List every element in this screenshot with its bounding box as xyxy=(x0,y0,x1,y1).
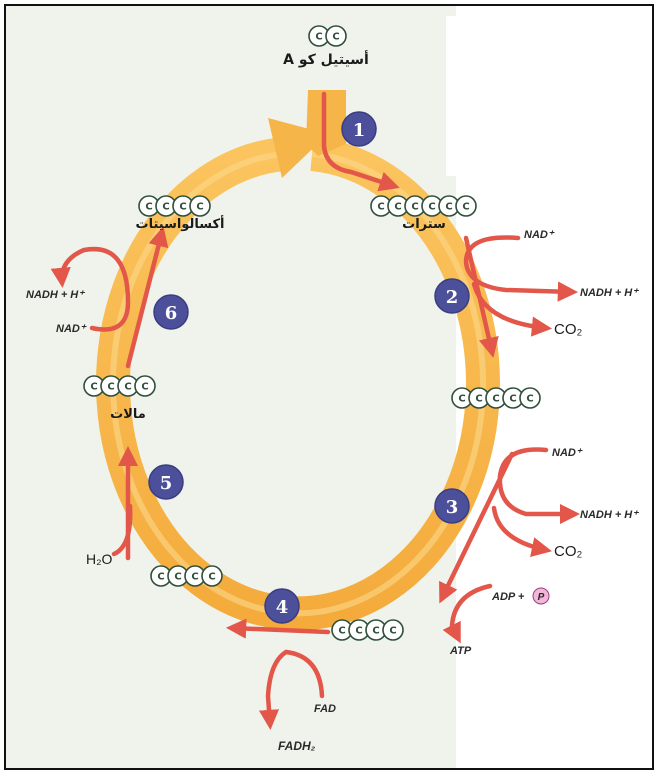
carbon-atom-letter: C xyxy=(145,202,152,213)
carbon-atom-letter: C xyxy=(90,382,97,393)
step-1-number: 1 xyxy=(353,120,366,141)
adp-label: ADP + xyxy=(491,591,525,603)
citrate-label: سترات xyxy=(402,217,446,232)
carbon-atom-letter: C xyxy=(377,202,384,213)
carbon-atom-letter: C xyxy=(428,202,435,213)
atp-arrow xyxy=(452,586,490,638)
carbon-atom-letter: C xyxy=(372,626,379,637)
step6-nadh-label: NADH + H⁺ xyxy=(26,289,85,301)
phosphate-label: P xyxy=(538,592,545,603)
step-4-marker: 4 xyxy=(265,589,299,623)
step-1-marker: 1 xyxy=(342,112,376,146)
white-patch xyxy=(446,16,646,176)
carbon-atom-letter: C xyxy=(389,626,396,637)
carbon-atom-letter: C xyxy=(509,394,516,405)
step-6-marker: 6 xyxy=(154,295,188,329)
acetyl-coa-label: أسيتيل كو A xyxy=(283,50,369,68)
h2o-label: H₂O xyxy=(86,551,113,567)
carbon-atom-letter: C xyxy=(162,202,169,213)
step-6-number: 6 xyxy=(165,303,178,324)
carbon-atom-letter: C xyxy=(338,626,345,637)
carbon-atom-letter: C xyxy=(208,572,215,583)
step-2-marker: 2 xyxy=(435,279,469,313)
step3-nadh-label: NADH + H⁺ xyxy=(580,509,639,521)
fadh2-label: FADH₂ xyxy=(278,739,316,753)
carbon-atom-letter: C xyxy=(107,382,114,393)
malate-label: مالات xyxy=(110,407,146,422)
oxaloacetate-label: أكسالواسيتات xyxy=(136,215,225,232)
carbon-atom-letter: C xyxy=(157,572,164,583)
step-3-number: 3 xyxy=(446,497,459,518)
carbon-atom-letter: C xyxy=(475,394,482,405)
carbon-atom-letter: C xyxy=(315,32,322,43)
carbon-atom-letter: C xyxy=(526,394,533,405)
carbon-atom-letter: C xyxy=(196,202,203,213)
step-5-marker: 5 xyxy=(149,465,183,499)
carbon-atom-letter: C xyxy=(174,572,181,583)
step-5-number: 5 xyxy=(160,473,173,494)
step3-co2-label: CO₂ xyxy=(554,543,583,560)
carbon-atom-letter: C xyxy=(492,394,499,405)
step6-nad-label: NAD⁺ xyxy=(56,323,87,335)
carbon-atom-letter: C xyxy=(458,394,465,405)
carbon-atom-letter: C xyxy=(445,202,452,213)
carbon-atom-letter: C xyxy=(462,202,469,213)
atp-label: ATP xyxy=(449,645,472,657)
step-2-number: 2 xyxy=(446,287,459,308)
carbon-atom-letter: C xyxy=(332,32,339,43)
carbon-atom-letter: C xyxy=(411,202,418,213)
carbon-atom-letter: C xyxy=(191,572,198,583)
fad-label: FAD xyxy=(314,703,336,715)
step-3-marker: 3 xyxy=(435,489,469,523)
step2-nad-label: NAD⁺ xyxy=(524,229,555,241)
step3-nad-label: NAD⁺ xyxy=(552,447,583,459)
carbon-atom-letter: C xyxy=(355,626,362,637)
carbon-atom-letter: C xyxy=(179,202,186,213)
carbon-atom-letter: C xyxy=(141,382,148,393)
step2-nadh-arrow xyxy=(466,238,572,293)
carbon-atom-letter: C xyxy=(394,202,401,213)
step2-nadh-label: NADH + H⁺ xyxy=(580,287,639,299)
background-tint xyxy=(6,6,456,770)
step2-co2-label: CO₂ xyxy=(554,321,583,338)
step-4-number: 4 xyxy=(276,597,289,618)
carbon-atom-letter: C xyxy=(124,382,131,393)
